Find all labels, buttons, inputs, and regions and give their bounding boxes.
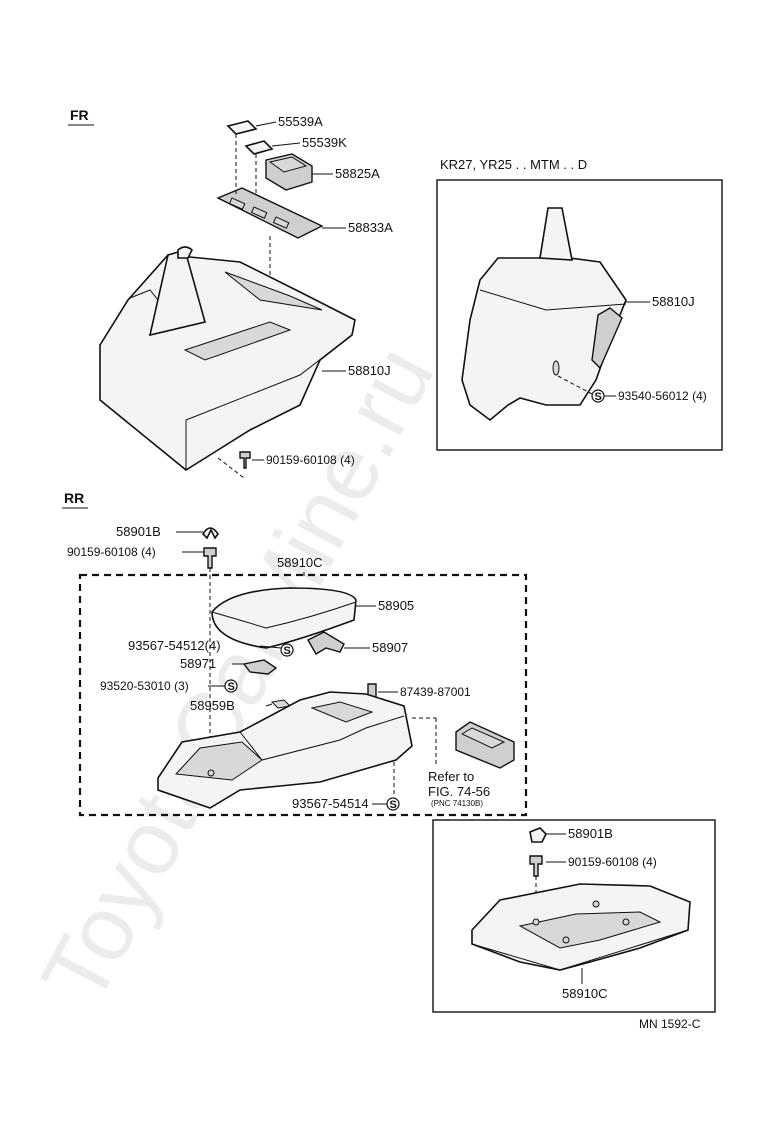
part-58905-lid [211,587,357,649]
label-58910C-inset: 58910C [562,986,608,1001]
svg-text:S: S [284,645,291,657]
screw-icon [529,855,543,877]
part-55539A-plate [226,120,258,135]
s-symbol-icon [280,643,294,657]
assembly-58910C-box [78,573,528,817]
label-93520: 93520-53010 (3) [100,679,189,693]
rear-variant-inset-box [432,819,716,1013]
part-55539K-plate [244,140,274,155]
svg-text:S: S [595,391,602,403]
label-58910C-top: 58910C [277,555,323,570]
clip-icon [529,827,547,843]
part-rear-console-body [157,691,413,809]
label-55539A: 55539A [278,114,323,129]
refer-text-pnc: (PNC 74130B) [431,799,483,808]
refer-text-line1: Refer to [428,769,474,784]
clip-icon [201,527,219,540]
label-58907: 58907 [372,640,408,655]
variant-inset-box [436,179,723,451]
part-58971-bracket [242,659,278,675]
svg-text:S: S [228,681,235,693]
diagram-reference-code: MN 1592-C [639,1017,701,1031]
part-58910C-inset-armrest [471,883,691,971]
part-58810J-console [99,246,356,471]
label-90159-inset: 90159-60108 (4) [568,855,657,869]
screw-icon [203,547,217,569]
section-label-front: FR [70,107,89,123]
refer-text-line2: FIG. 74-56 [428,784,490,799]
label-93567-54512: 93567-54512(4) [128,638,221,653]
label-58825A: 58825A [335,166,380,181]
label-90159-rear: 90159-60108 (4) [67,545,156,559]
part-58833A-panel [216,187,324,239]
svg-text:S: S [390,799,397,811]
label-58905: 58905 [378,598,414,613]
label-58833A: 58833A [348,220,393,235]
label-93540: 93540-56012 (4) [618,389,707,403]
part-58907-hinge [307,631,345,655]
label-58971: 58971 [180,656,216,671]
label-58901B-rear: 58901B [116,524,161,539]
label-58810J-variant: 58810J [652,294,695,309]
variant-title: KR27, YR25 . . MTM . . D [440,157,587,172]
part-58810J-variant-console [461,207,627,422]
label-93567-54514: 93567-54514 [292,796,369,811]
label-90159-front: 90159-60108 (4) [266,453,355,467]
section-label-rear: RR [64,490,84,506]
screw-icon [239,451,251,469]
label-58901B-inset: 58901B [568,826,613,841]
label-58959B: 58959B [190,698,235,713]
label-55539K: 55539K [302,135,347,150]
label-58810J-main: 58810J [348,363,391,378]
label-87439: 87439-87001 [400,685,471,699]
